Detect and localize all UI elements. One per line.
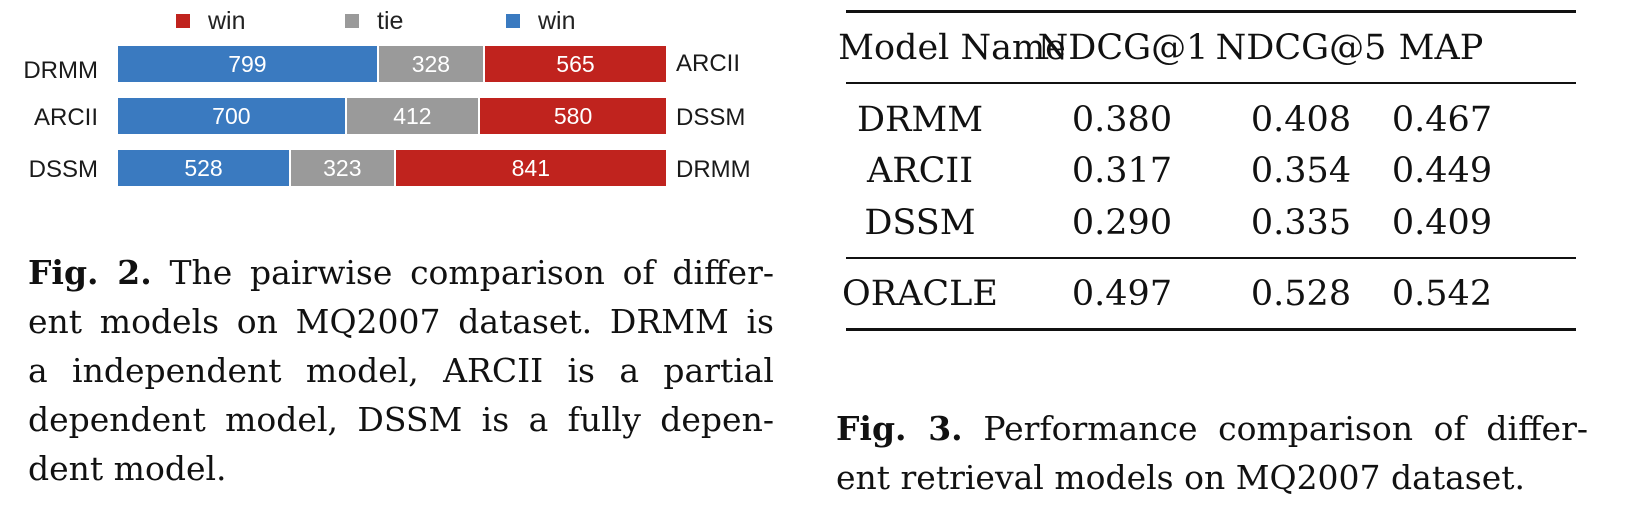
row-label-left: DSSM bbox=[28, 156, 98, 183]
row-label-right: DSSM bbox=[676, 104, 746, 131]
bar-value: 412 bbox=[393, 102, 432, 129]
table-cell: 0.380 bbox=[1071, 100, 1173, 140]
comparison-bar: 799 328 565 bbox=[118, 46, 666, 82]
bar-value: 799 bbox=[228, 50, 267, 77]
pairwise-comparison-chart: win tie win DRMM 799 328 565 ARCII ARCII… bbox=[0, 0, 780, 210]
table-mid-rule bbox=[846, 257, 1576, 259]
caption-line: a independent model, ARCII is a partial bbox=[28, 351, 774, 390]
row-label-left: DRMM bbox=[23, 57, 98, 84]
table-bottom-rule bbox=[846, 328, 1576, 331]
legend-label: tie bbox=[377, 6, 404, 35]
bar-segment-win-right: 580 bbox=[478, 98, 666, 134]
bar-value: 700 bbox=[212, 102, 251, 129]
bar-segment-tie: 323 bbox=[289, 150, 394, 186]
bar-segment-win-left: 528 bbox=[118, 150, 289, 186]
performance-table: Model Name NDCG@1 NDCG@5 MAP DRMM 0.380 … bbox=[838, 10, 1576, 340]
caption-text: The pairwise comparison of differ- bbox=[169, 253, 774, 292]
table-top-rule bbox=[846, 10, 1576, 13]
caption-line: ent models on MQ2007 dataset. DRMM is bbox=[28, 302, 774, 341]
table-cell-model: ORACLE bbox=[842, 274, 998, 314]
caption-line: ent retrieval models on MQ2007 dataset. bbox=[836, 458, 1525, 497]
bar-value: 841 bbox=[511, 154, 550, 181]
table-cell: 0.528 bbox=[1250, 274, 1352, 314]
legend-item-tie: tie bbox=[345, 6, 404, 35]
table-cell-model: ARCII bbox=[866, 151, 974, 191]
table-cell-model: DSSM bbox=[864, 203, 976, 243]
bar-value: 328 bbox=[411, 50, 451, 77]
bar-segment-tie: 412 bbox=[344, 98, 479, 134]
caption-text: Performance comparison of differ- bbox=[983, 409, 1588, 448]
table-cell: 0.542 bbox=[1391, 274, 1493, 314]
figure-2-caption: Fig. 2. The pairwise comparison of diffe… bbox=[28, 248, 774, 493]
caption-label: Fig. 3. bbox=[836, 409, 963, 448]
legend-label: win bbox=[208, 6, 246, 35]
comparison-bar: 528 323 841 bbox=[118, 150, 666, 186]
legend-swatch-blue bbox=[506, 14, 520, 28]
legend-label: win bbox=[538, 6, 576, 35]
table-header-rule bbox=[846, 82, 1576, 84]
column-header: MAP bbox=[1398, 28, 1484, 68]
bar-value: 580 bbox=[553, 102, 593, 129]
bar-segment-win-left: 700 bbox=[118, 98, 345, 134]
table-cell: 0.408 bbox=[1250, 100, 1352, 140]
caption-line: Fig. 3. Performance comparison of differ… bbox=[836, 404, 1588, 453]
bar-value: 323 bbox=[323, 154, 362, 181]
row-label-right: ARCII bbox=[676, 50, 741, 77]
column-header: NDCG@1 bbox=[1037, 28, 1209, 68]
bar-segment-win-right: 565 bbox=[482, 46, 666, 82]
caption-line: Fig. 2. The pairwise comparison of diffe… bbox=[28, 248, 774, 297]
legend-item-right-win: win bbox=[176, 6, 246, 35]
legend-swatch-red bbox=[176, 14, 190, 28]
caption-line: dependent model, DSSM is a fully depen- bbox=[28, 400, 774, 439]
caption-line: dent model. bbox=[28, 449, 227, 488]
bar-value: 565 bbox=[556, 50, 595, 77]
table-cell-model: DRMM bbox=[856, 100, 984, 140]
comparison-bar: 700 412 580 bbox=[118, 98, 666, 134]
column-header: Model Name bbox=[838, 28, 1066, 68]
row-label-left: ARCII bbox=[33, 104, 98, 131]
bar-value: 528 bbox=[184, 154, 223, 181]
legend-swatch-gray bbox=[345, 14, 359, 28]
table-cell: 0.409 bbox=[1391, 203, 1493, 243]
table-cell: 0.317 bbox=[1071, 151, 1173, 191]
table-cell: 0.290 bbox=[1071, 203, 1173, 243]
table-cell: 0.354 bbox=[1250, 151, 1352, 191]
table-cell: 0.497 bbox=[1071, 274, 1173, 314]
caption-label: Fig. 2. bbox=[28, 253, 152, 292]
bar-segment-tie: 328 bbox=[376, 46, 483, 82]
figure-3-caption: Fig. 3. Performance comparison of differ… bbox=[836, 404, 1588, 502]
legend-item-left-win: win bbox=[506, 6, 576, 35]
row-label-right: DRMM bbox=[676, 156, 751, 183]
column-header: NDCG@5 bbox=[1215, 28, 1387, 68]
bar-segment-win-right: 841 bbox=[393, 150, 666, 186]
table-cell: 0.335 bbox=[1250, 203, 1352, 243]
bar-segment-win-left: 799 bbox=[118, 46, 377, 82]
table-cell: 0.467 bbox=[1391, 100, 1493, 140]
table-cell: 0.449 bbox=[1391, 151, 1493, 191]
